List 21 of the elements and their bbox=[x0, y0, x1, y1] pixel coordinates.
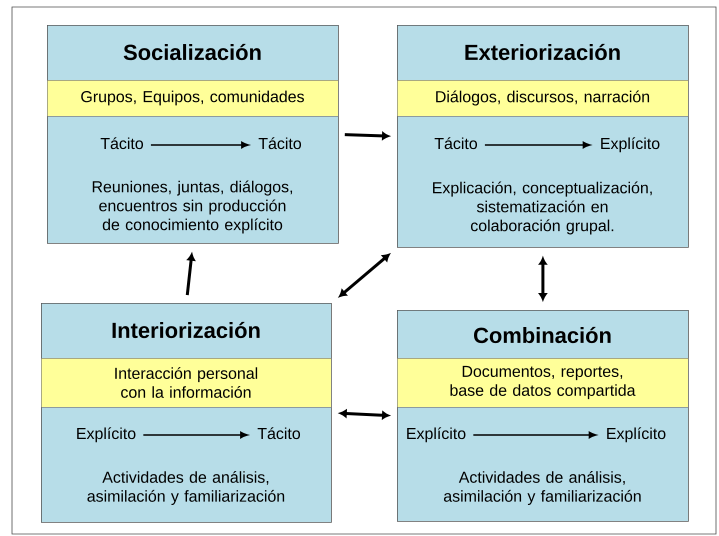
knowledge-label: Tácito bbox=[100, 137, 144, 150]
arrow bbox=[186, 253, 196, 296]
knowledge-label: Explícito bbox=[607, 427, 666, 442]
arrow bbox=[473, 432, 596, 438]
arrow bbox=[143, 432, 248, 438]
knowledge-label: Tácito bbox=[258, 427, 300, 440]
highlight-band: Interacción personal con la información bbox=[41, 358, 332, 408]
knowledge-label: Explícito bbox=[601, 137, 660, 152]
knowledge-label: Tácito bbox=[434, 137, 478, 150]
knowledge-label: Explícito bbox=[407, 427, 466, 442]
knowledge-label: Explícito bbox=[77, 427, 136, 442]
knowledge-label: Tácito bbox=[258, 137, 302, 150]
arrow bbox=[538, 258, 547, 300]
highlight-band: Diálogos, discursos, narración bbox=[397, 80, 689, 117]
arrow bbox=[339, 254, 390, 298]
arrow bbox=[344, 132, 390, 140]
arrow bbox=[340, 410, 390, 420]
highlight-band: Grupos, Equipos, comunidades bbox=[47, 80, 339, 117]
arrow bbox=[484, 142, 590, 148]
arrow bbox=[150, 142, 249, 148]
highlight-band: Documentos, reportes, base de datos compartida bbox=[397, 358, 689, 408]
